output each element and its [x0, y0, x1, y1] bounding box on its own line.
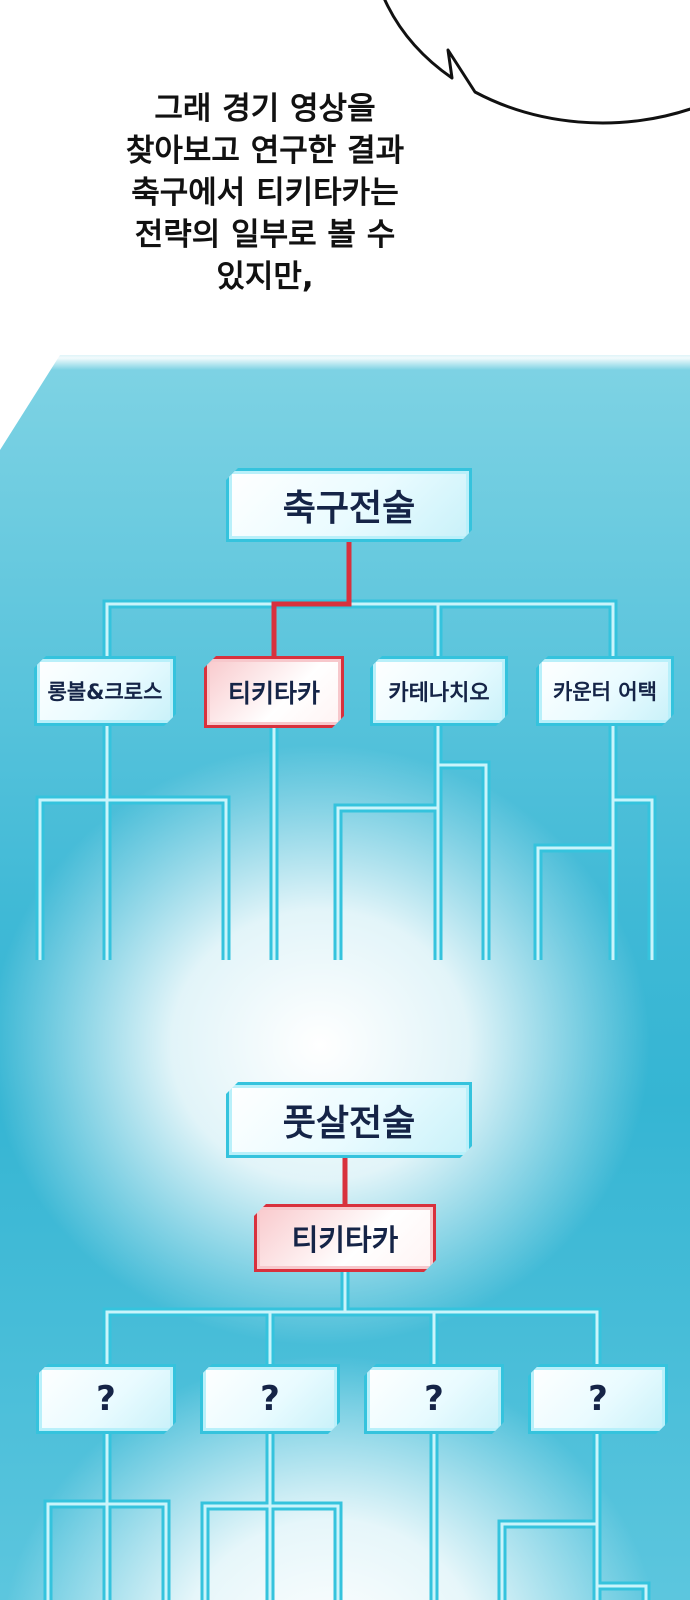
- speech-line: 그래 경기 영상을: [154, 91, 376, 127]
- top-child-node-counter-attack: 카운터 어택: [536, 656, 674, 726]
- top-child-node-tikitaka: 티키타카: [204, 656, 344, 728]
- top-tree-lines-inner: [38, 602, 654, 960]
- bottom-child-node-unknown: ?: [364, 1364, 504, 1434]
- speech-bubble-shape: [383, 0, 690, 125]
- bottom-root-node: 풋살전술: [226, 1082, 472, 1158]
- bottom-child-node-unknown: ?: [36, 1364, 176, 1434]
- speech-line: 전략의 일부로 볼 수: [134, 217, 396, 253]
- top-child-node-longball: 롱볼&크로스: [34, 656, 176, 726]
- speech-line: 있지만,: [216, 259, 314, 295]
- top-highlight-path: [271, 540, 352, 660]
- bottom-child-node-unknown: ?: [528, 1364, 668, 1434]
- speech-line: 찾아보고 연구한 결과: [125, 133, 405, 169]
- speech-line: 축구에서 티키타카는: [131, 175, 399, 211]
- bottom-branch-node-tikitaka: 티키타카: [254, 1204, 436, 1272]
- bottom-tree-lines-outer: [43, 1268, 651, 1600]
- top-tree-lines: [35, 540, 657, 960]
- speech-bubble-text: 그래 경기 영상을 찾아보고 연구한 결과 축구에서 티키타카는 전략의 일부로…: [70, 88, 460, 298]
- bottom-child-node-unknown: ?: [200, 1364, 340, 1434]
- bottom-tree-lines-inner: [46, 1268, 648, 1600]
- top-child-node-catenaccio: 카테나치오: [370, 656, 508, 726]
- bottom-tree-lines: [43, 1158, 651, 1600]
- top-root-node: 축구전술: [226, 468, 472, 542]
- speech-bubble-outline: [383, 0, 690, 125]
- panel-edge-glow: [0, 340, 690, 370]
